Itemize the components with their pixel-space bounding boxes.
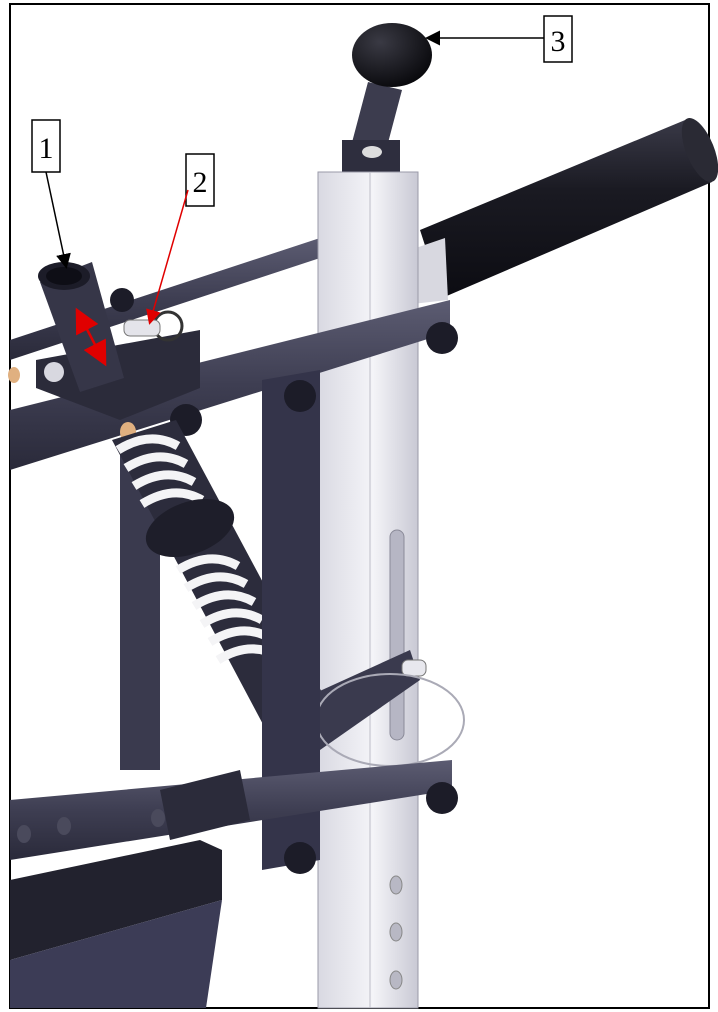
post-hole (389, 922, 403, 942)
lower-crossbar (10, 760, 458, 860)
callout-1-label: 1 (39, 132, 54, 165)
callout-2-label: 2 (193, 166, 208, 199)
callout-3-label: 3 (551, 25, 566, 58)
upper-crossbar (8, 300, 458, 470)
post-hole (389, 970, 403, 990)
socket-travel-arrow (75, 307, 107, 367)
adjust-knob-stem (342, 82, 402, 180)
callout-1-arrow (45, 171, 71, 269)
callout-2-arrow (146, 189, 189, 325)
foot-pedal (10, 840, 222, 1008)
callout-2: 2 (146, 153, 215, 325)
callout-3: 3 (425, 15, 573, 63)
post-hole (389, 875, 403, 895)
handle-grip (410, 118, 718, 304)
ball-knob (352, 23, 432, 87)
callout-1: 1 (31, 119, 71, 269)
link-plate (262, 370, 320, 874)
square-post (317, 171, 419, 1009)
